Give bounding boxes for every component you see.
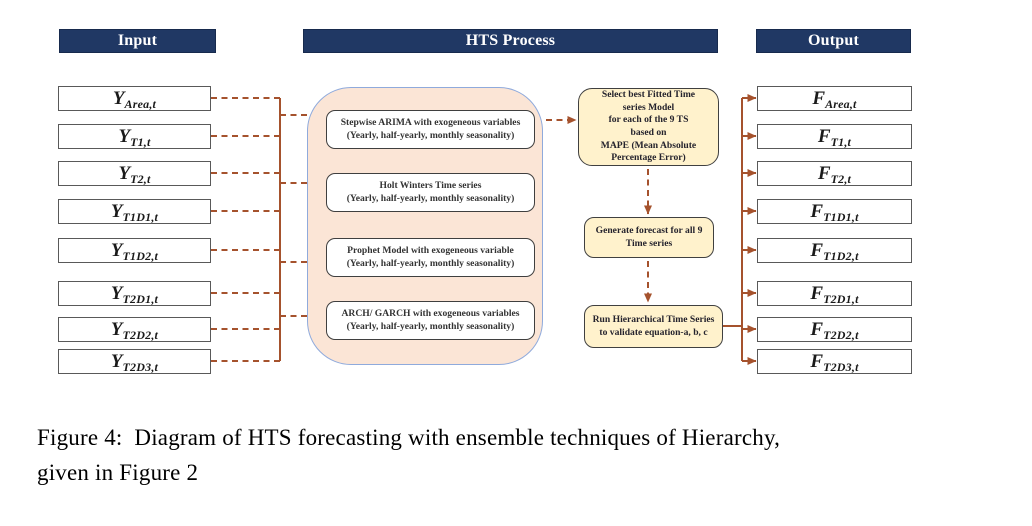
io-label-subscript: T2,t: [830, 171, 852, 186]
io-label-base: Y: [110, 240, 123, 261]
step-generate-forecast: Generate forecast for all 9 Time series: [584, 217, 714, 258]
io-label-subscript: T2D3,t: [823, 359, 859, 374]
io-label-subscript: Area,t: [124, 96, 157, 111]
io-label-base: Y: [110, 201, 123, 222]
step-run-hierarchical-ts: Run Hierarchical Time Series to validate…: [584, 305, 723, 348]
io-label-subscript: T2D3,t: [122, 359, 159, 374]
io-label-subscript: T1,t: [830, 134, 852, 149]
io-label-base: F: [817, 163, 831, 184]
model-box-stepwise-arima: Stepwise ARIMA with exogeneous variables…: [326, 110, 535, 149]
io-label-base: Y: [110, 283, 123, 304]
model-box-prophet: Prophet Model with exogeneous variable (…: [326, 238, 535, 277]
model-box-arch-garch: ARCH/ GARCH with exogeneous variables (Y…: [326, 301, 535, 340]
figure-caption: Figure 4: Diagram of HTS forecasting wit…: [37, 425, 781, 485]
io-label-subscript: T2D2,t: [823, 327, 859, 342]
io-label-base: F: [810, 283, 824, 304]
io-label-base: F: [810, 351, 824, 372]
io-label-base: F: [810, 319, 824, 340]
io-label-subscript: T1,t: [130, 134, 151, 149]
input-header: Input: [59, 29, 216, 53]
io-label-base: F: [810, 201, 824, 222]
io-label-subscript: Area,t: [825, 96, 857, 111]
io-label-base: Y: [118, 126, 131, 147]
io-label-base: F: [817, 126, 831, 147]
io-label-base: Y: [110, 351, 123, 372]
model-box-holt-winters: Holt Winters Time series (Yearly, half-y…: [326, 173, 535, 212]
io-label-base: Y: [110, 319, 123, 340]
io-label-base: Y: [112, 88, 125, 109]
io-label-subscript: T1D2,t: [823, 248, 859, 263]
io-label-subscript: T2,t: [130, 171, 151, 186]
io-label-base: F: [812, 88, 826, 109]
io-label-base: F: [810, 240, 824, 261]
io-label-subscript: T1D1,t: [823, 209, 859, 224]
io-label-subscript: T2D2,t: [122, 327, 159, 342]
io-label-subscript: T2D1,t: [122, 291, 159, 306]
io-label-subscript: T1D2,t: [122, 248, 159, 263]
step-select-best-model: Select best Fitted Time series Model for…: [578, 88, 719, 166]
io-label-subscript: T1D1,t: [122, 209, 159, 224]
io-label-subscript: T2D1,t: [823, 291, 859, 306]
output-header: Output: [756, 29, 911, 53]
io-label-base: Y: [118, 163, 131, 184]
hts-process-header: HTS Process: [303, 29, 718, 53]
